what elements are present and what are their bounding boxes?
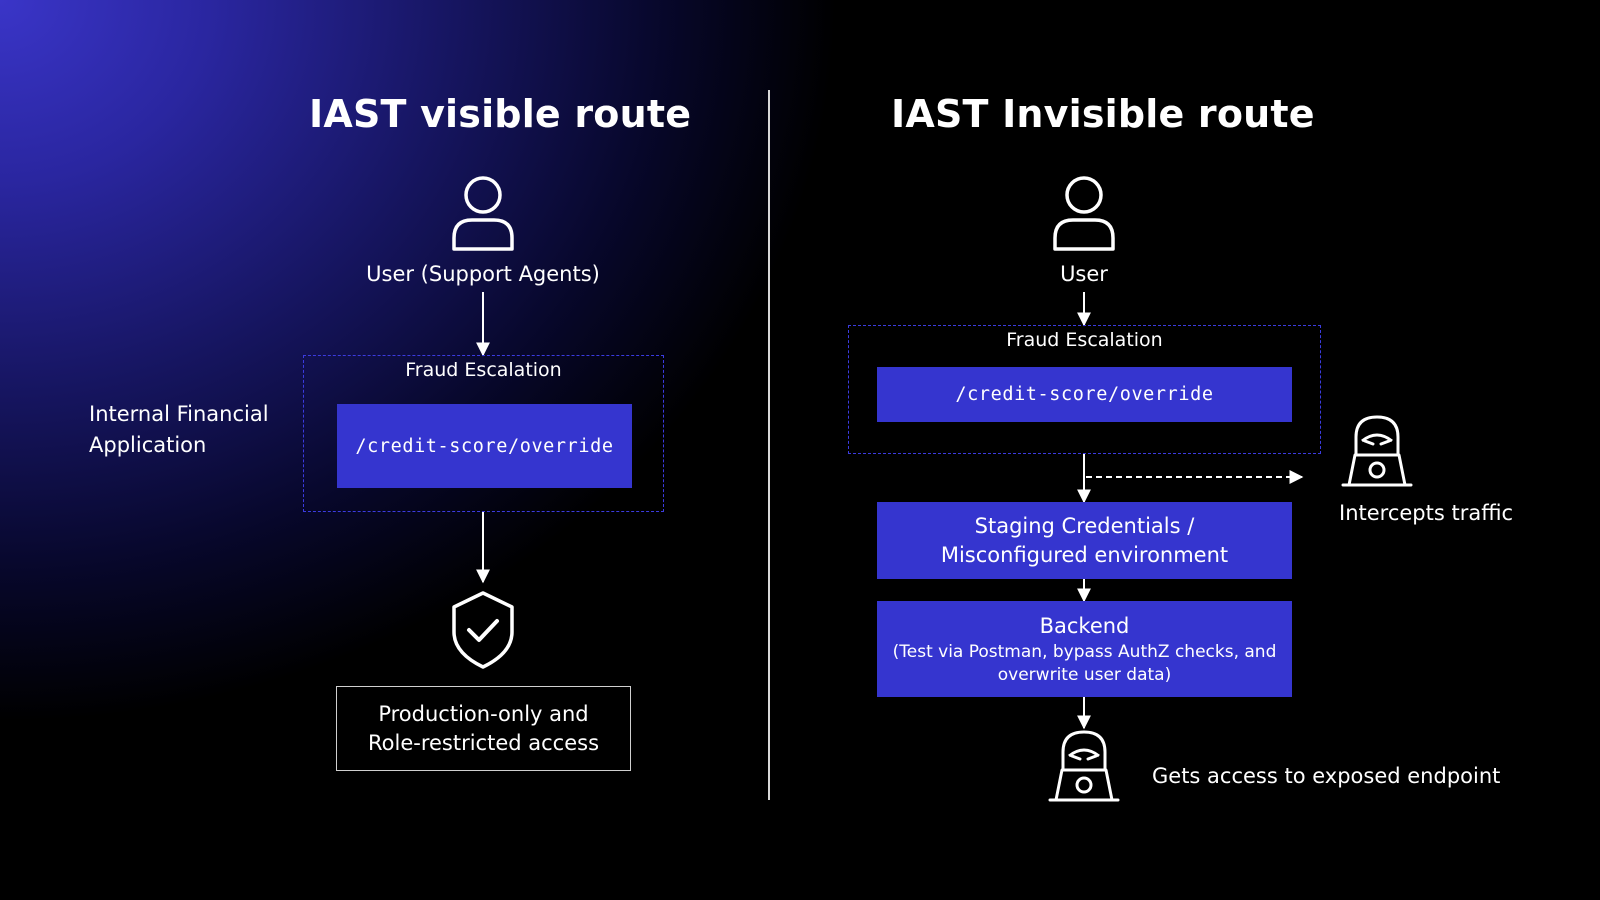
backend-title: Backend bbox=[1039, 613, 1130, 638]
endpoint-label-left: /credit-score/override bbox=[355, 435, 614, 457]
result-line1: Production-only and bbox=[378, 701, 589, 726]
box-title-right: Fraud Escalation bbox=[1006, 329, 1163, 351]
user-label-right: User bbox=[1060, 262, 1108, 286]
user-icon bbox=[452, 176, 514, 251]
fraud-escalation-box-left: Fraud Escalation bbox=[303, 355, 664, 512]
center-divider bbox=[768, 90, 770, 800]
intercept-label: Intercepts traffic bbox=[1339, 501, 1514, 525]
endpoint-label-right: /credit-score/override bbox=[955, 384, 1214, 405]
staging-block: Staging Credentials / Misconfigured envi… bbox=[877, 502, 1292, 579]
side-label-line2: Application bbox=[89, 433, 207, 457]
shield-check-icon bbox=[452, 591, 514, 669]
backend-line2: overwrite user data) bbox=[997, 664, 1172, 685]
hacker-laptop-icon bbox=[1048, 730, 1120, 802]
backend-line1: (Test via Postman, bypass AuthZ checks, … bbox=[892, 641, 1277, 662]
endpoint-block-left: /credit-score/override bbox=[337, 404, 632, 488]
backend-block: Backend (Test via Postman, bypass AuthZ … bbox=[877, 601, 1292, 697]
left-title: IAST visible route bbox=[309, 92, 692, 136]
box-title-left: Fraud Escalation bbox=[405, 359, 562, 381]
result-line2: Role-restricted access bbox=[367, 730, 600, 755]
result-box: Production-only and Role-restricted acce… bbox=[336, 686, 631, 771]
staging-line2: Misconfigured environment bbox=[940, 542, 1229, 567]
access-label: Gets access to exposed endpoint bbox=[1152, 764, 1501, 788]
side-label-line1: Internal Financial bbox=[89, 402, 269, 426]
staging-line1: Staging Credentials / bbox=[974, 513, 1195, 538]
endpoint-block-right: /credit-score/override bbox=[877, 367, 1292, 422]
hacker-laptop-icon bbox=[1341, 415, 1413, 487]
user-icon bbox=[1053, 176, 1115, 251]
fraud-escalation-box-right: Fraud Escalation bbox=[848, 325, 1321, 454]
user-label-left: User (Support Agents) bbox=[366, 262, 600, 286]
right-title: IAST Invisible route bbox=[891, 92, 1315, 136]
